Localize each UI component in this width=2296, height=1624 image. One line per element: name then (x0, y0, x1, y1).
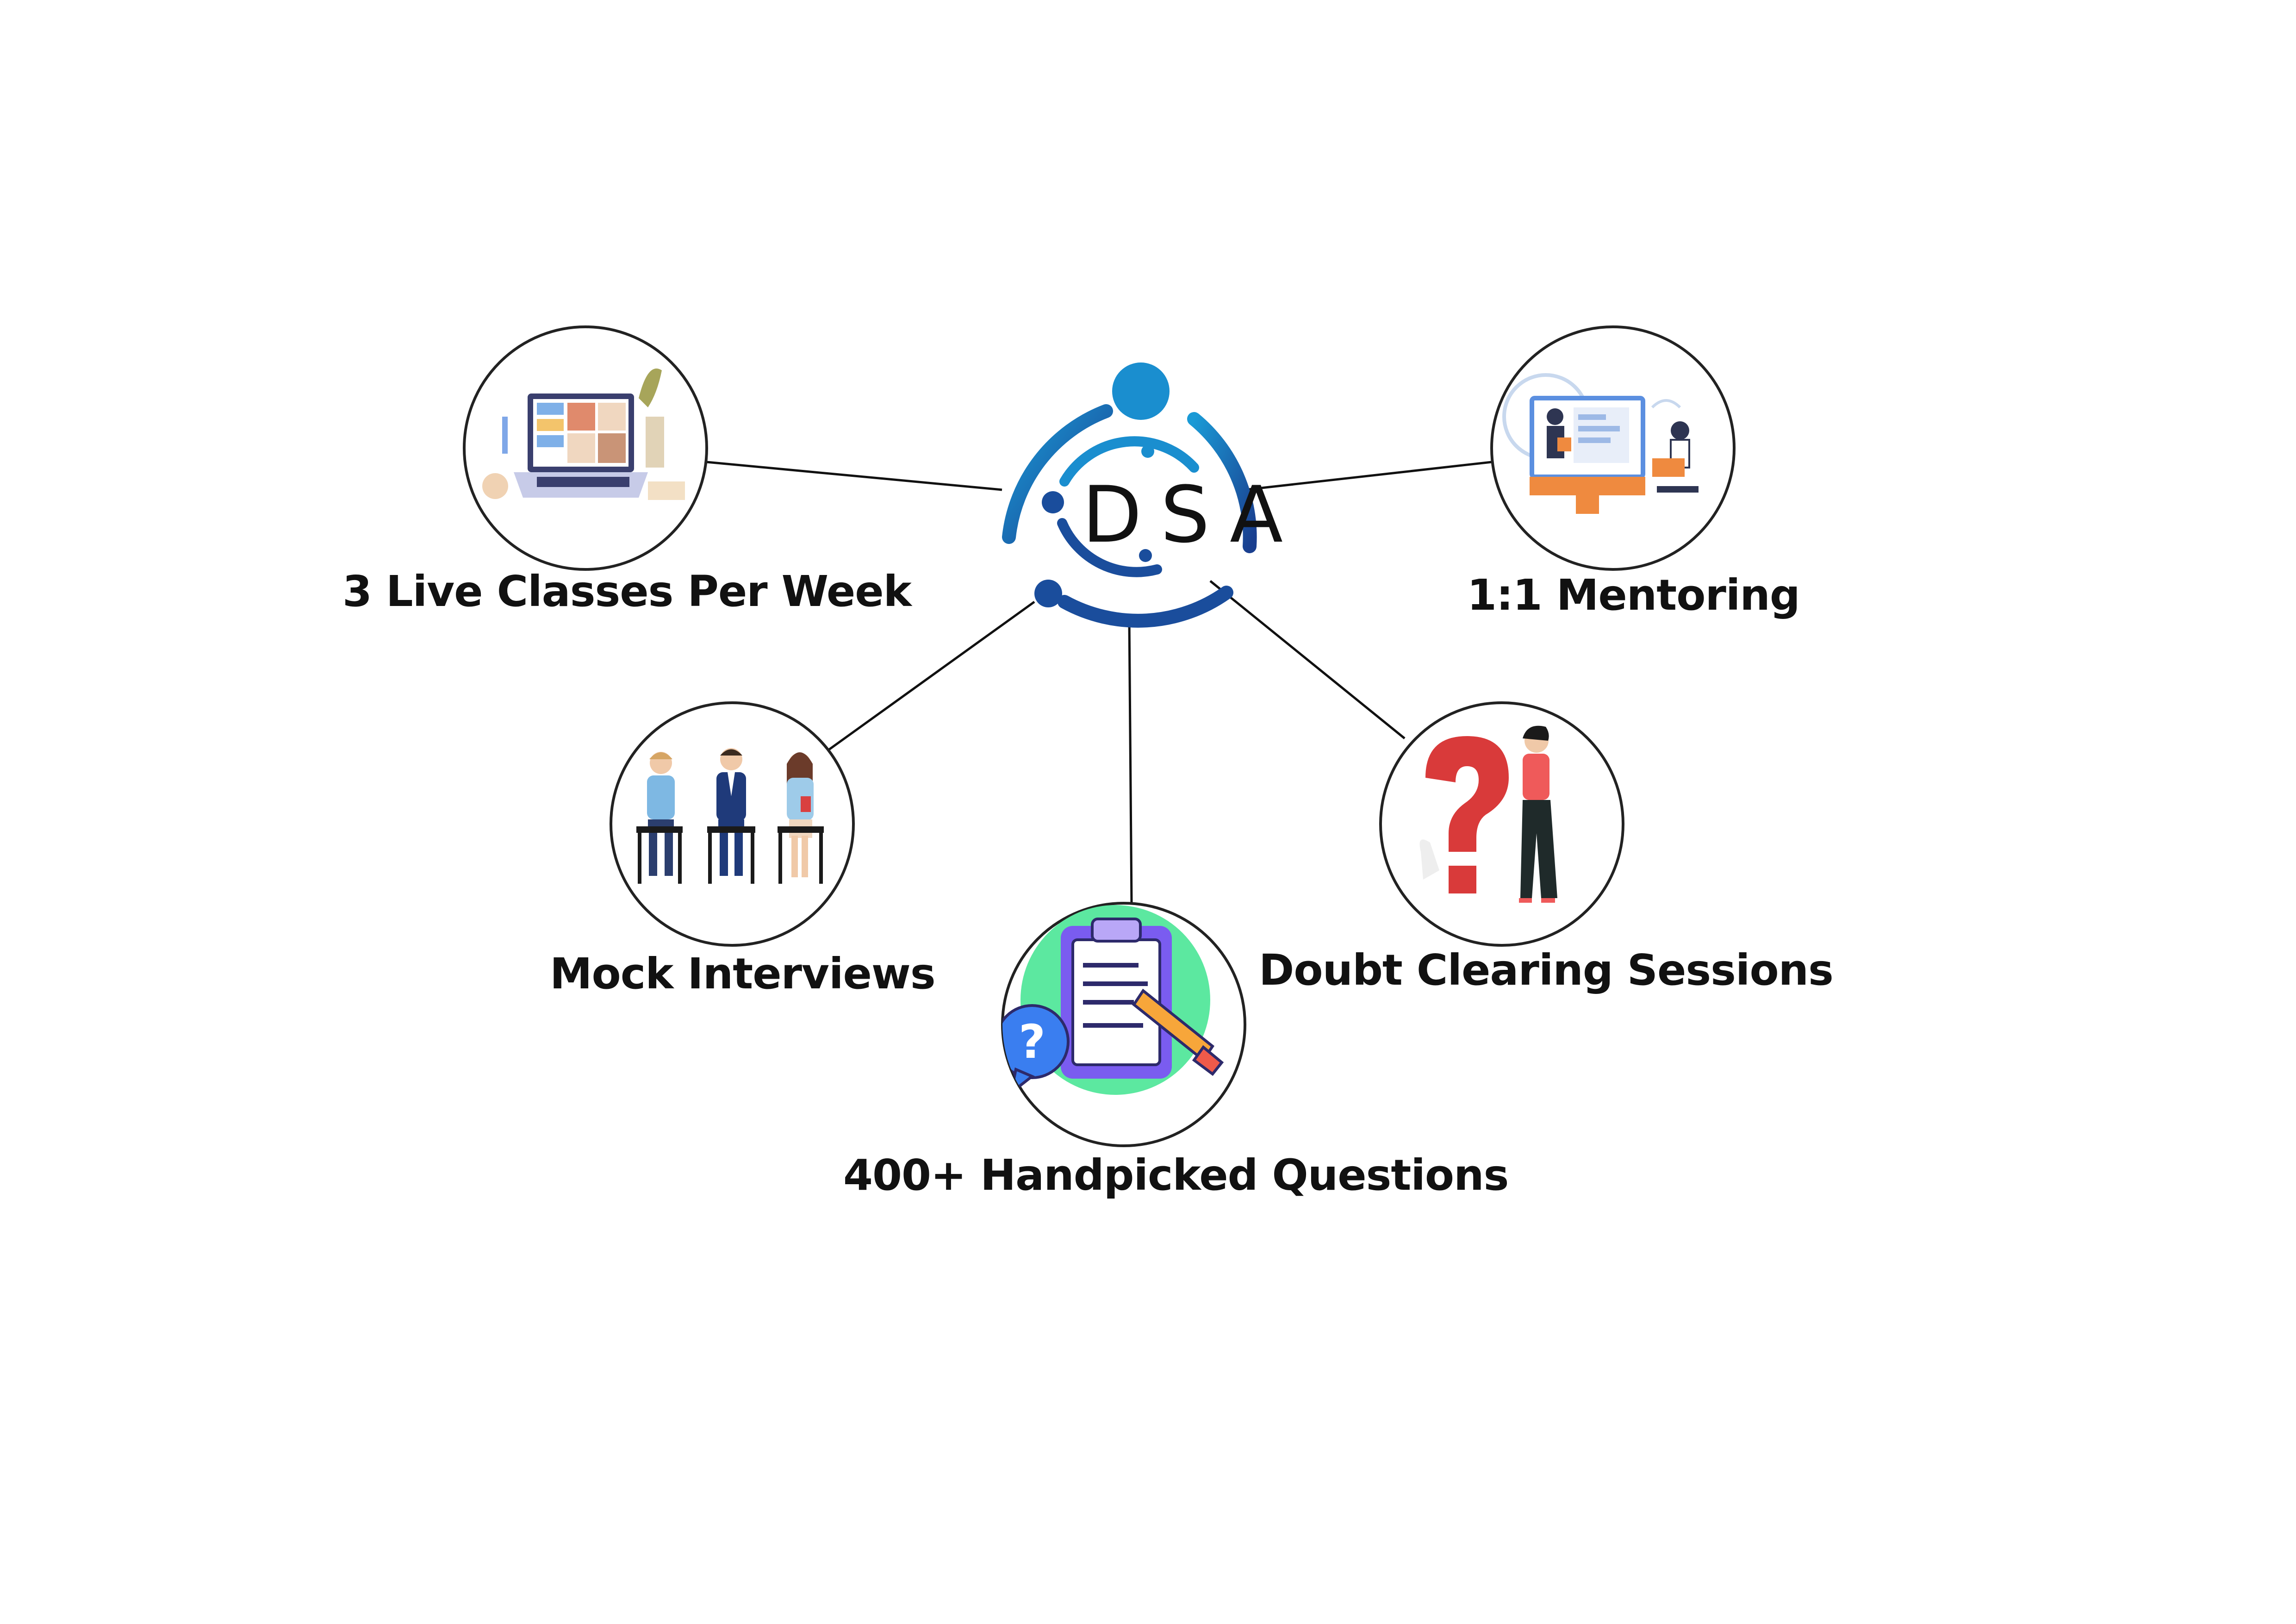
feature-mock-interviews (610, 701, 855, 947)
online-mentoring-icon (1502, 373, 1699, 514)
connector-lines (706, 461, 1492, 904)
logo-inner-dot-3 (1139, 549, 1152, 562)
connector-questions (1128, 620, 1133, 904)
connector-mock-interviews (828, 600, 1035, 751)
interview-candidates-icon (636, 748, 824, 884)
laptop-video-call-icon (482, 369, 685, 500)
logo-inner-dot-1 (1042, 491, 1064, 513)
dsa-logo (1002, 362, 1257, 628)
feature-doubt-clearing (1379, 701, 1624, 947)
label-mentoring: 1:1 Mentoring (1467, 570, 1800, 620)
label-mock-interviews: Mock Interviews (550, 949, 936, 999)
feature-questions: ? (1001, 902, 1246, 1147)
logo-outer-ring (1187, 412, 1257, 553)
feature-live-classes (463, 325, 708, 571)
logo-top-dot (1112, 362, 1170, 420)
connector-mentoring (1244, 461, 1492, 491)
label-live-classes: 3 Live Classes Per Week (342, 567, 912, 616)
logo-text: DSA (1082, 469, 1302, 560)
logo-inner-ring-bottom (1057, 518, 1162, 577)
feature-mentoring (1490, 325, 1736, 571)
svg-text:?: ? (1019, 1015, 1045, 1069)
label-doubt-clearing: Doubt Clearing Sessions (1259, 945, 1834, 995)
logo-left-dot (1034, 580, 1062, 607)
logo-inner-dot-2 (1141, 445, 1154, 458)
question-mark-person-icon (1419, 725, 1557, 903)
label-questions: 400+ Handpicked Questions (843, 1150, 1509, 1200)
clipboard-question-icon: ? (1002, 905, 1224, 1096)
logo-inner-ring (1059, 436, 1199, 487)
connector-doubt-clearing (1209, 580, 1406, 739)
connector-live-classes (706, 461, 1002, 491)
logo-outer-ring-bottom (1058, 586, 1233, 628)
logo-outer-ring-left (1002, 404, 1113, 544)
